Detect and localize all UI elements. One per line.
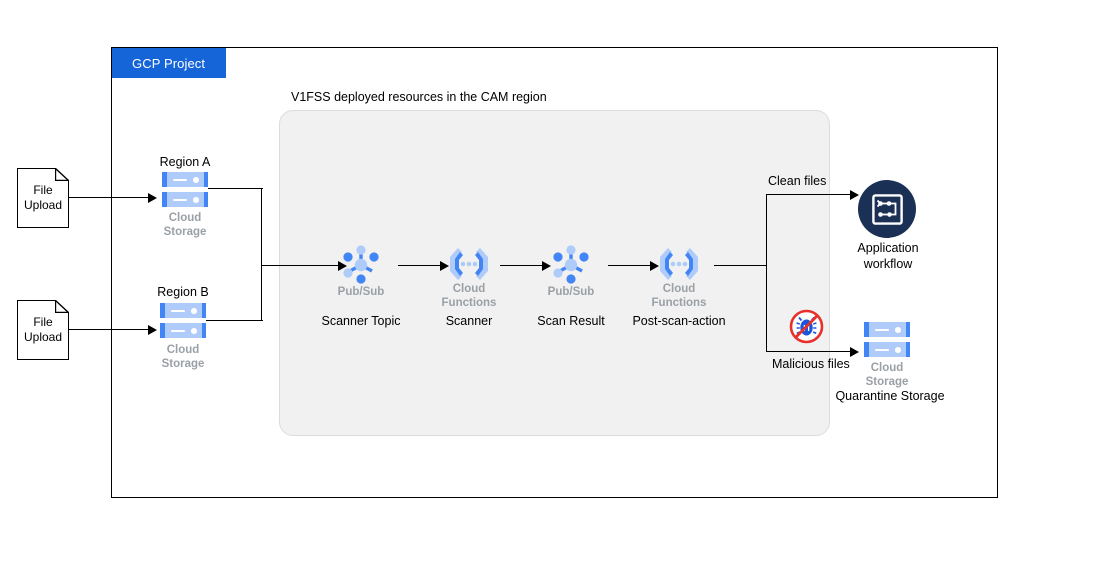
connector-post-scan-action-out: [714, 265, 767, 267]
arrowhead-scanner: [440, 261, 449, 271]
storage-dot: [895, 327, 901, 333]
storage-bar-bottom: [160, 323, 206, 338]
gcp-project-tab-label: GCP Project: [112, 48, 226, 78]
node-label-scanner-topic: Scanner Topic: [321, 314, 401, 328]
arrowhead-scanner-topic: [338, 261, 347, 271]
connector-outcome-split-bus: [766, 194, 768, 352]
malicious-file-blocked-icon: [788, 308, 825, 345]
storage-bar-bottom: [162, 192, 208, 207]
document-fold-icon: [55, 168, 69, 181]
pubsub-caption-scanner-topic: Pub/Sub: [337, 286, 385, 298]
connector-clean-files: [766, 194, 854, 196]
cloud-functions-caption-scanner: Cloud Functions: [441, 283, 497, 309]
node-label-post-scan-action: Post-scan-action: [632, 314, 726, 328]
edge-label-malicious-files: Malicious files: [772, 357, 850, 371]
region-a-label: Region A: [159, 155, 211, 169]
connector-merge-to-scanner-topic: [261, 265, 341, 267]
connector-malicious-files: [766, 351, 854, 353]
storage-dot: [193, 177, 199, 183]
storage-dash: [875, 328, 889, 332]
arrowhead-upload-a: [148, 193, 157, 203]
pubsub-icon-scanner-topic: [336, 240, 386, 290]
cloud-functions-icon-post-scan-action: [656, 240, 702, 288]
cloud-functions-icon-scanner: [446, 240, 492, 288]
node-label-quarantine-storage: Quarantine Storage: [835, 389, 945, 403]
node-label-scan-result: Scan Result: [537, 314, 605, 328]
cloud-storage-caption-b: Cloud Storage: [161, 344, 205, 370]
arrowhead-scan-result: [542, 261, 551, 271]
storage-bar-top: [160, 303, 206, 318]
storage-dot: [191, 308, 197, 314]
connector-scanner-to-scan-result: [500, 265, 545, 267]
cloud-storage-caption-quarantine: Cloud Storage: [865, 362, 909, 388]
pubsub-icon-scan-result: [546, 240, 596, 290]
storage-bar-top: [864, 322, 910, 337]
storage-dash: [173, 178, 187, 182]
storage-dot: [895, 347, 901, 353]
cloud-storage-icon-region-b: [160, 303, 206, 339]
pubsub-caption-scan-result: Pub/Sub: [547, 286, 595, 298]
v1fss-region-panel-label: V1FSS deployed resources in the CAM regi…: [291, 90, 547, 104]
connector-upload-a-to-storage-a: [69, 197, 149, 199]
storage-dash: [875, 348, 889, 352]
cloud-storage-icon-region-a: [162, 172, 208, 208]
arrowhead-upload-b: [148, 325, 157, 335]
file-upload-document-b: File Upload: [17, 300, 69, 360]
edge-label-clean-files: Clean files: [768, 174, 827, 188]
arrowhead-post-scan-action: [650, 261, 659, 271]
application-workflow-icon: [871, 193, 903, 225]
cloud-functions-caption-post-scan-action: Cloud Functions: [651, 283, 707, 309]
application-workflow-node: [858, 180, 916, 238]
storage-dot: [191, 328, 197, 334]
arrowhead-clean-files: [850, 190, 859, 200]
cloud-storage-caption-a: Cloud Storage: [163, 212, 207, 238]
storage-dash: [173, 198, 187, 202]
connector-storage-b-out: [206, 320, 263, 322]
node-label-application-workflow: Application workflow: [857, 241, 919, 271]
storage-bar-bottom: [864, 342, 910, 357]
storage-bar-top: [162, 172, 208, 187]
file-upload-document-a: File Upload: [17, 168, 69, 228]
cloud-storage-icon-quarantine: [864, 322, 910, 358]
region-b-label: Region B: [157, 285, 209, 299]
storage-dash: [171, 309, 185, 313]
document-fold-icon: [55, 300, 69, 313]
storage-dash: [171, 329, 185, 333]
connector-scanner-topic-to-scanner: [398, 265, 443, 267]
node-label-scanner: Scanner: [445, 314, 493, 328]
connector-upload-b-to-storage-b: [69, 329, 149, 331]
connector-scan-result-to-post-scan-action: [608, 265, 653, 267]
connector-region-merge-bus: [261, 188, 263, 321]
file-upload-label-b: File Upload: [23, 315, 63, 344]
file-upload-label-a: File Upload: [23, 183, 63, 212]
arrowhead-malicious-files: [850, 347, 859, 357]
storage-dot: [193, 197, 199, 203]
connector-storage-a-out: [208, 188, 263, 190]
